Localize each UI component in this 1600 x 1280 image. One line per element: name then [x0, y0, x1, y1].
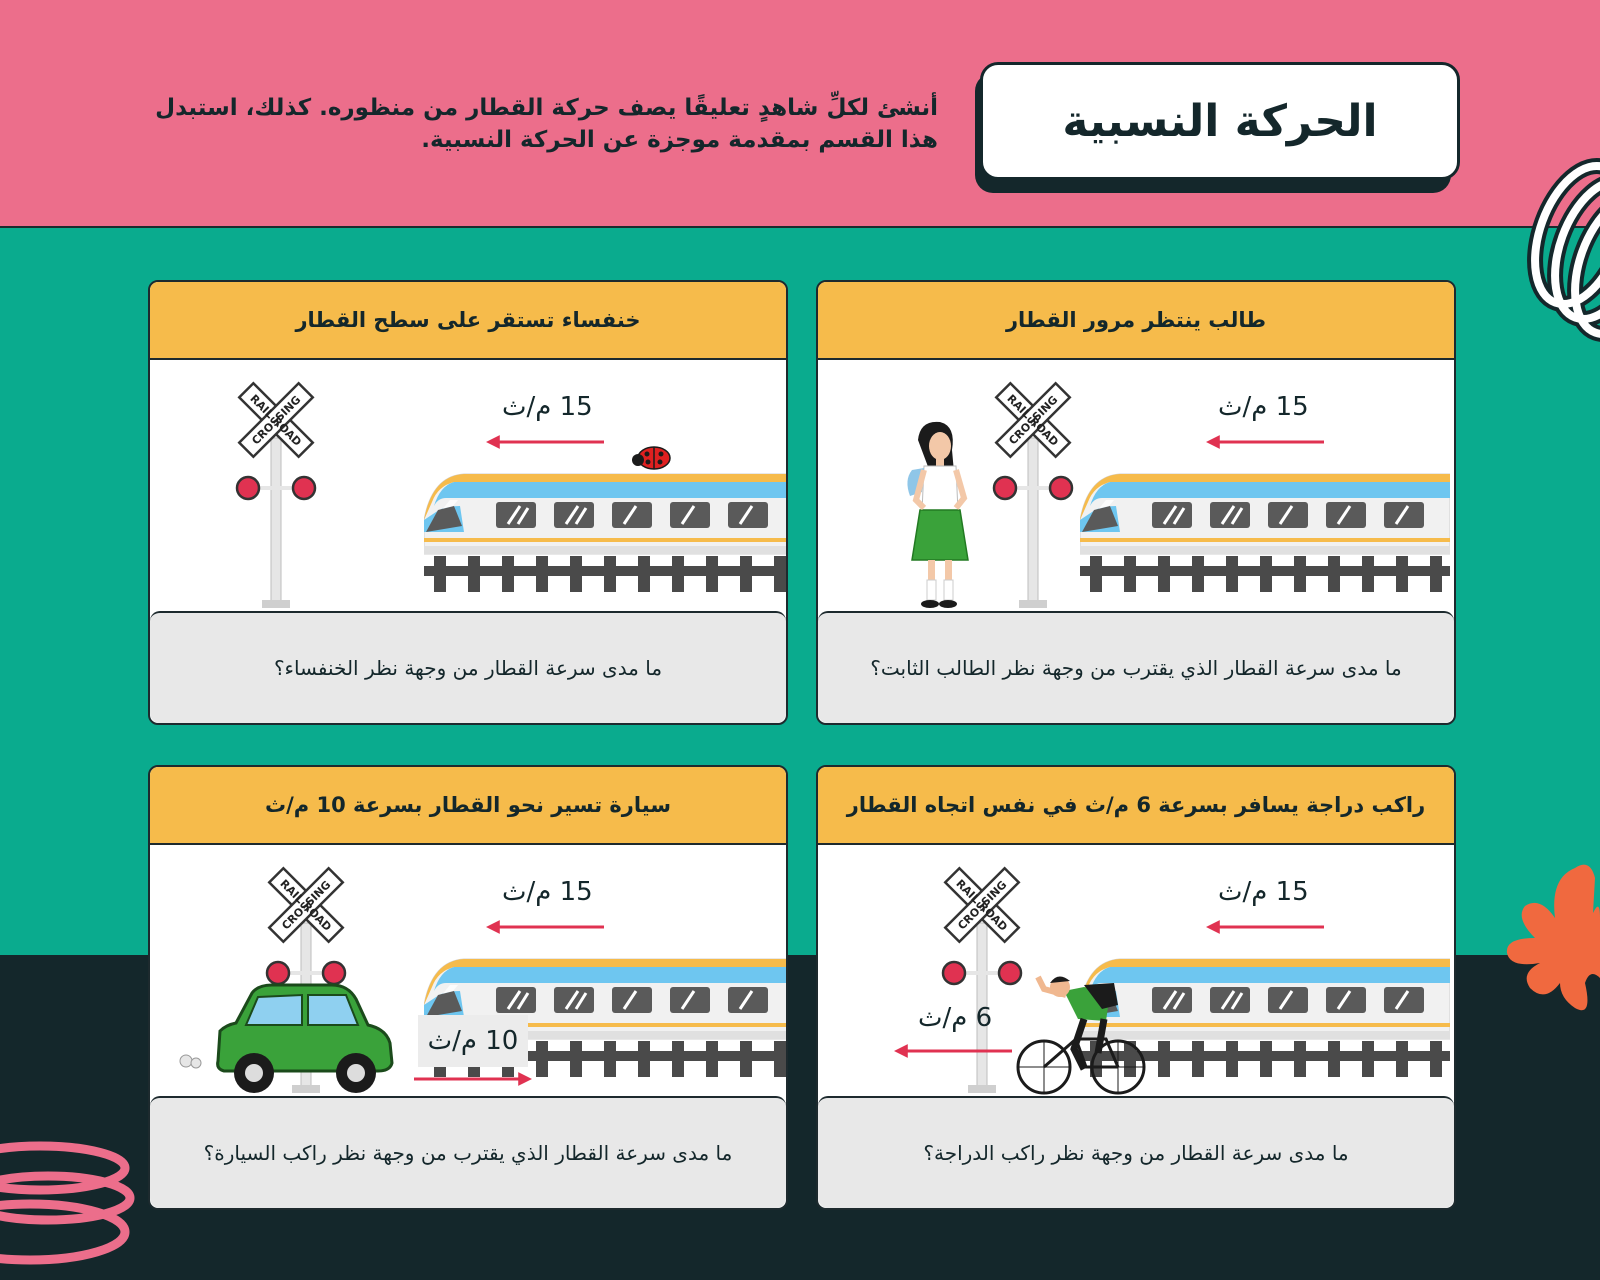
- train-speed-label: 15 م/ث: [502, 392, 593, 422]
- spiral-decoration-left: [0, 1141, 135, 1265]
- card-cyclist: راكب دراجة يسافر بسرعة 6 م/ث في نفس اتجا…: [816, 765, 1456, 1210]
- car-speed-label: 10 م/ث: [418, 1015, 528, 1067]
- card-question: ما مدى سرعة القطار من وجهة نظر راكب الدر…: [818, 1096, 1454, 1208]
- card-question: ما مدى سرعة القطار الذي يقترب من وجهة نظ…: [150, 1096, 786, 1208]
- spiral-decoration-right: [1527, 157, 1600, 343]
- train-speed-label: 15 م/ث: [502, 877, 593, 907]
- card-header: طالب ينتظر مرور القطار: [818, 282, 1454, 360]
- instructions-text: أنشئ لكلِّ شاهدٍ تعليقًا يصف حركة القطار…: [155, 95, 938, 153]
- train-direction-arrow: [486, 917, 604, 937]
- page-title: الحركة النسبية: [1062, 95, 1378, 147]
- card-header-text: خنفساء تستقر على سطح القطار: [295, 308, 641, 332]
- train-icon: [424, 462, 788, 592]
- card-header: راكب دراجة يسافر بسرعة 6 م/ث في نفس اتجا…: [818, 767, 1454, 845]
- card-question-text: ما مدى سرعة القطار من وجهة نظر الخنفساء؟: [273, 656, 663, 680]
- card-question-text: ما مدى سرعة القطار من وجهة نظر راكب الدر…: [923, 1141, 1349, 1165]
- card-header: سيارة تسير نحو القطار بسرعة 10 م/ث: [150, 767, 786, 845]
- train-direction-arrow: [486, 432, 604, 452]
- cyclist-figure: [1016, 975, 1146, 1095]
- card-question-text: ما مدى سرعة القطار الذي يقترب من وجهة نظ…: [870, 656, 1402, 680]
- train-direction-arrow: [1206, 432, 1324, 452]
- title-box: الحركة النسبية: [980, 62, 1460, 180]
- train-speed-label: 15 م/ث: [1218, 392, 1309, 422]
- card-question: ما مدى سرعة القطار من وجهة نظر الخنفساء؟: [150, 611, 786, 723]
- card-beetle: خنفساء تستقر على سطح القطار 15 م/ث RAIL …: [148, 280, 788, 725]
- splat-decoration: [1506, 864, 1600, 1011]
- train-speed-label: 15 م/ث: [1218, 877, 1309, 907]
- card-car: سيارة تسير نحو القطار بسرعة 10 م/ث 15 م/…: [148, 765, 788, 1210]
- train-icon: [1080, 462, 1450, 592]
- student-figure: [907, 421, 969, 608]
- card-header-text: راكب دراجة يسافر بسرعة 6 م/ث في نفس اتجا…: [846, 793, 1426, 817]
- cyclist-direction-arrow: [894, 1041, 1012, 1061]
- card-header-text: طالب ينتظر مرور القطار: [1005, 308, 1267, 332]
- ladybug-icon: [632, 446, 671, 470]
- card-header-text: سيارة تسير نحو القطار بسرعة 10 م/ث: [265, 793, 671, 817]
- card-question: ما مدى سرعة القطار الذي يقترب من وجهة نظ…: [818, 611, 1454, 723]
- cyclist-speed-label: 6 م/ث: [918, 1003, 993, 1033]
- card-question-text: ما مدى سرعة القطار الذي يقترب من وجهة نظ…: [203, 1141, 733, 1165]
- car-icon: [179, 983, 394, 1093]
- train-direction-arrow: [1206, 917, 1324, 937]
- car-direction-arrow: [414, 1069, 532, 1089]
- card-header: خنفساء تستقر على سطح القطار: [150, 282, 786, 360]
